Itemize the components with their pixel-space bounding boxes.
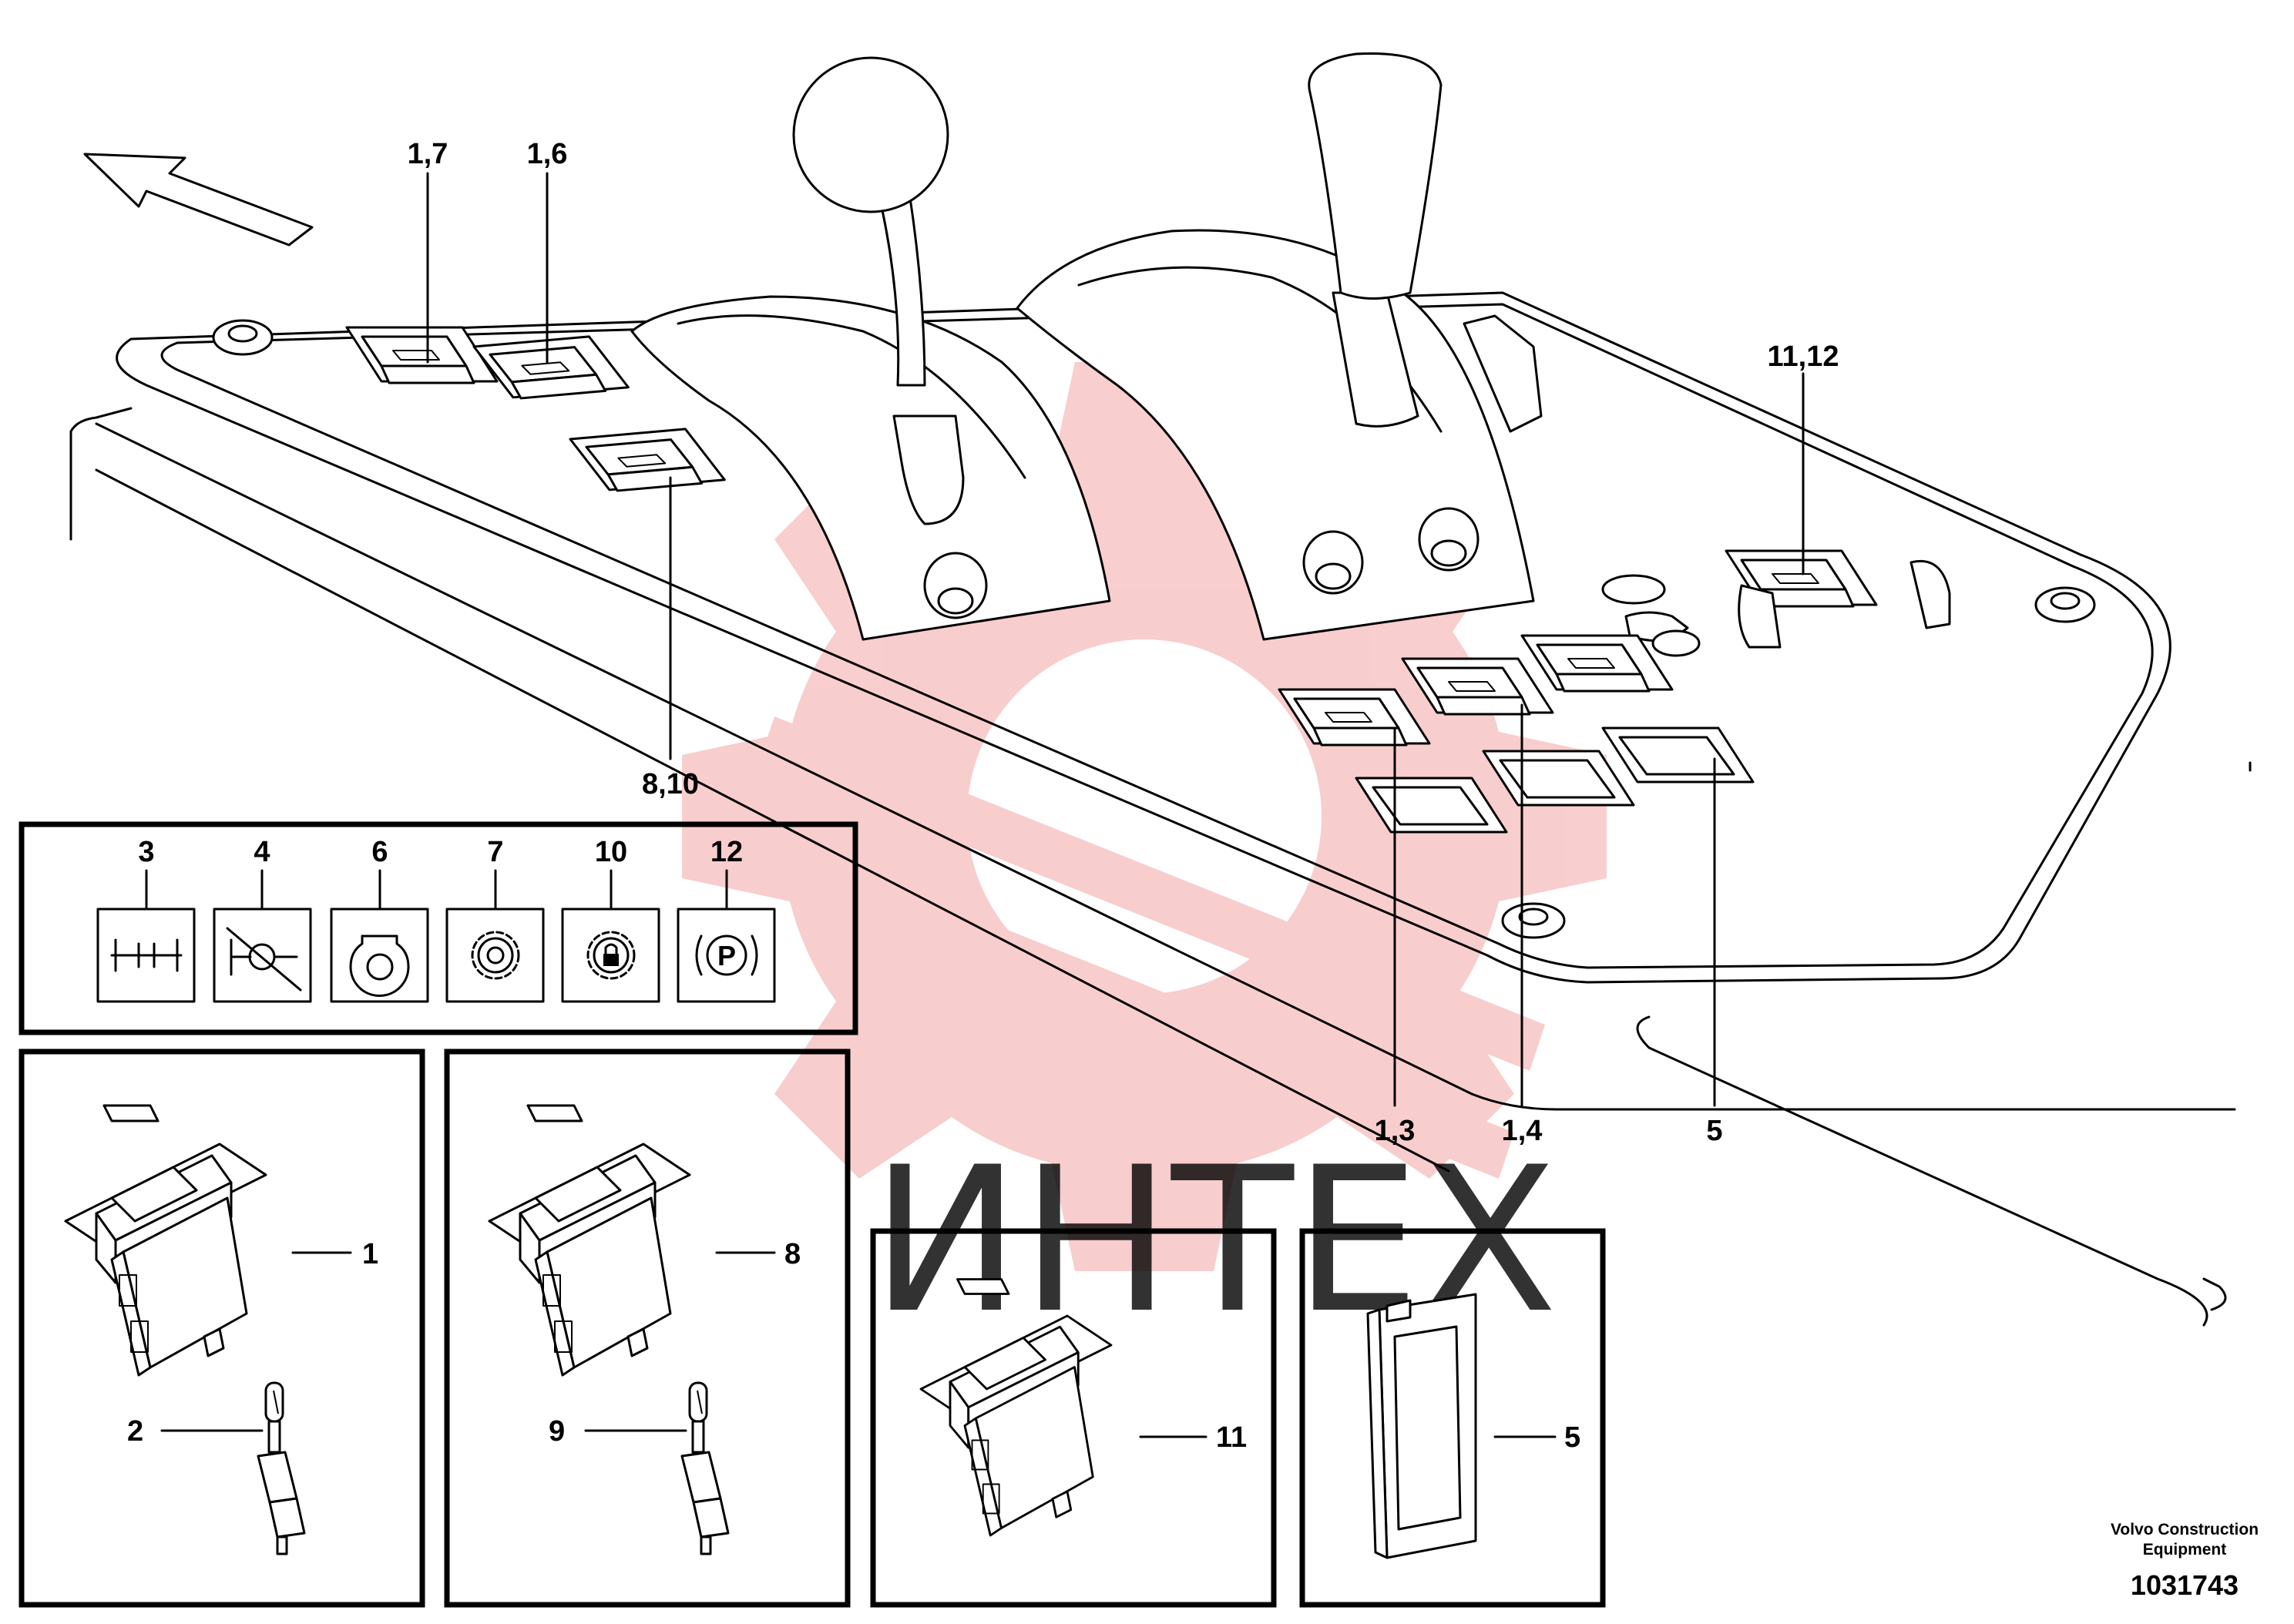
symbol-number-6: 6 bbox=[371, 836, 388, 868]
hydraulic-pressure-icon bbox=[349, 934, 410, 997]
symbol-frame bbox=[445, 908, 545, 1003]
symbol-10: 10 bbox=[561, 836, 660, 1003]
rocker-switch-detail bbox=[64, 1104, 267, 1377]
gear-icon bbox=[471, 931, 520, 980]
callout-5: 5 bbox=[1706, 1115, 1722, 1147]
publisher-line-1: Volvo Construction bbox=[2111, 1521, 2259, 1538]
bulb-socket-detail bbox=[680, 1381, 730, 1555]
rocker-switch bbox=[1520, 634, 1674, 693]
symbols-panel: 3 4 6 bbox=[18, 821, 858, 1035]
callout-1-3: 1,3 bbox=[1375, 1115, 1416, 1147]
symbol-number-12: 12 bbox=[710, 836, 743, 868]
detail-callout-2: 2 bbox=[127, 1415, 143, 1448]
symbol-frame bbox=[213, 908, 312, 1003]
leader-lines bbox=[426, 172, 1805, 1107]
symbol-number-10: 10 bbox=[595, 836, 627, 868]
switch-group-right bbox=[1601, 549, 1951, 657]
detail-callout-5: 5 bbox=[1564, 1421, 1580, 1454]
symbol-6: 6 bbox=[330, 836, 429, 1003]
screw-icon bbox=[1501, 902, 1566, 939]
rocker-switch bbox=[472, 332, 630, 404]
detail-callout-9: 9 bbox=[549, 1415, 565, 1448]
symbol-number-3: 3 bbox=[138, 836, 154, 868]
publisher-line-2: Equipment bbox=[2143, 1541, 2227, 1559]
detail-box-switch-8: 8 9 bbox=[444, 1049, 851, 1608]
symbol-frame bbox=[330, 908, 429, 1003]
parking-brake-icon: P bbox=[695, 934, 758, 976]
detail-callout-11: 11 bbox=[1216, 1421, 1247, 1454]
gear-lock-icon bbox=[586, 931, 636, 980]
callout-1-4: 1,4 bbox=[1502, 1115, 1543, 1147]
screw-icon bbox=[2034, 586, 2096, 623]
detail-box-switch-1: 1 2 bbox=[18, 1049, 425, 1608]
rocker-switch-detail bbox=[488, 1104, 691, 1377]
callout-1-6: 1,6 bbox=[527, 138, 568, 170]
bulb-socket-detail bbox=[257, 1381, 306, 1555]
axle-release-crossed-icon bbox=[226, 927, 302, 992]
symbol-12: 12 P bbox=[677, 836, 776, 1003]
forward-arrow-icon bbox=[83, 153, 314, 247]
symbol-number-7: 7 bbox=[487, 836, 503, 868]
detail-callout-8: 8 bbox=[784, 1238, 801, 1270]
detail-callout-1: 1 bbox=[362, 1238, 378, 1270]
blank-plug-detail bbox=[1366, 1293, 1477, 1559]
callout-1-7: 1,7 bbox=[408, 138, 448, 170]
gear-shift-lever bbox=[1016, 52, 1543, 641]
differential-lock-icon bbox=[110, 938, 183, 972]
symbol-frame bbox=[561, 908, 660, 1003]
blank-switch bbox=[1601, 726, 1755, 783]
parking-brake-letter: P bbox=[717, 940, 736, 971]
figure-number: 1031743 bbox=[2131, 1569, 2239, 1601]
rocker-switch bbox=[569, 424, 727, 496]
symbol-4: 4 bbox=[213, 836, 312, 1003]
callout-8-10: 8,10 bbox=[642, 768, 699, 800]
symbol-3: 3 bbox=[96, 836, 196, 1003]
detail-box-switch-11: 11 bbox=[870, 1228, 1277, 1608]
symbol-frame bbox=[677, 908, 776, 1003]
console-panel bbox=[69, 291, 2252, 1327]
symbol-7: 7 bbox=[445, 836, 545, 1003]
joystick-ball-lever bbox=[630, 56, 1111, 641]
screw-icon bbox=[212, 319, 274, 356]
symbol-number-4: 4 bbox=[254, 836, 270, 868]
rocker-switch bbox=[345, 326, 499, 384]
symbol-frame bbox=[96, 908, 196, 1003]
callout-11-12: 11,12 bbox=[1768, 341, 1839, 373]
detail-box-blank-5: 5 bbox=[1299, 1228, 1606, 1608]
